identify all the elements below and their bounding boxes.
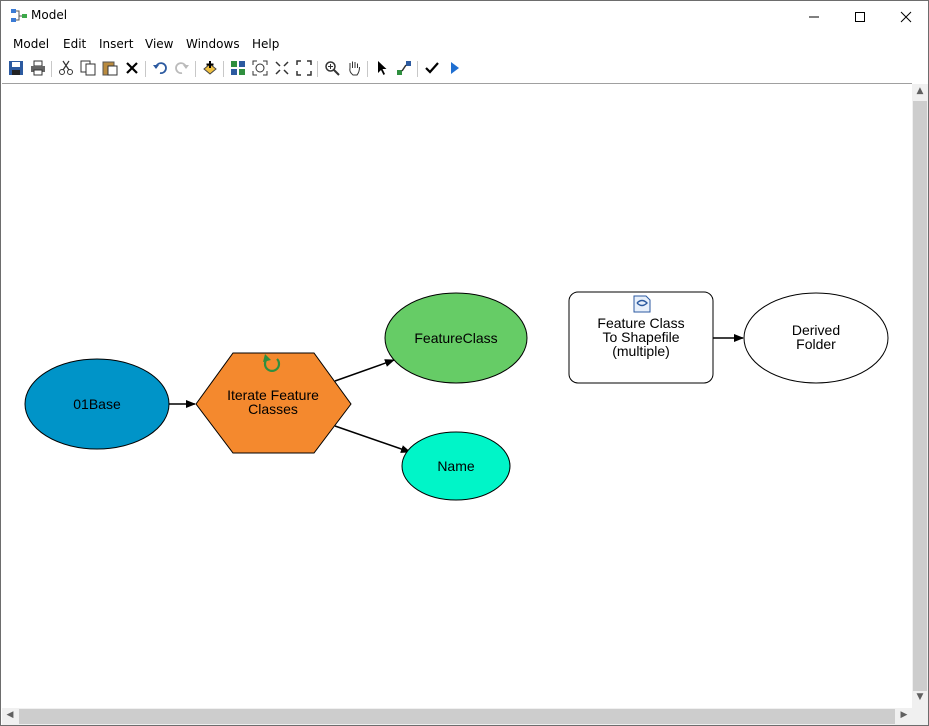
paste-icon: [102, 61, 118, 76]
maximize-button[interactable]: [837, 1, 883, 32]
copy-icon: [80, 60, 96, 76]
fixed-zoom-out-icon: [296, 60, 312, 76]
node-name[interactable]: Name: [401, 431, 511, 501]
save-button[interactable]: [6, 58, 26, 78]
fixed-zoom-in-icon: [275, 61, 289, 75]
horizontal-scrollbar[interactable]: ◀ ▶: [2, 708, 912, 725]
full-extent-icon: [252, 60, 268, 76]
node-name-label: Name: [437, 458, 475, 474]
node-output-label-line1: Derived: [792, 322, 840, 338]
model-canvas[interactable]: 01Base Iterate Feature Classes FeatureCl…: [2, 83, 912, 709]
iterate-icon: [263, 354, 281, 372]
zoom-button[interactable]: [322, 58, 342, 78]
save-icon: [9, 61, 23, 75]
vertical-scroll-thumb[interactable]: [913, 101, 927, 691]
connector-iterator-to-name[interactable]: [334, 425, 411, 453]
node-iterator[interactable]: Iterate Feature Classes: [195, 352, 352, 454]
fixed-zoom-out-button[interactable]: [294, 58, 314, 78]
add-data-icon: [203, 61, 217, 75]
connect-icon: [397, 61, 411, 75]
redo-button[interactable]: [172, 58, 192, 78]
pan-icon: [349, 61, 360, 76]
delete-button[interactable]: [122, 58, 142, 78]
node-output-label-line2: Folder: [796, 336, 836, 352]
undo-button[interactable]: [150, 58, 170, 78]
menu-help[interactable]: Help: [252, 37, 280, 51]
node-tool[interactable]: Feature Class To Shapefile (multiple): [568, 291, 714, 384]
zoom-icon: [325, 61, 340, 76]
model-diagram: 01Base Iterate Feature Classes FeatureCl…: [24, 291, 889, 501]
delete-icon: [126, 62, 138, 74]
title-bar: Model: [1, 1, 928, 32]
maximize-icon: [855, 11, 865, 22]
run-button[interactable]: [444, 58, 464, 78]
window-title: Model: [31, 8, 68, 22]
auto-layout-button[interactable]: [228, 58, 248, 78]
full-extent-button[interactable]: [250, 58, 270, 78]
undo-icon: [153, 62, 167, 74]
model-app-icon: [11, 9, 27, 22]
close-icon: [900, 11, 912, 22]
node-base-label: 01Base: [73, 396, 121, 412]
validate-icon: [425, 62, 439, 74]
run-icon: [451, 62, 459, 74]
toolbar: [1, 57, 928, 81]
select-icon: [378, 61, 387, 75]
fixed-zoom-in-button[interactable]: [272, 58, 292, 78]
cut-button[interactable]: [56, 58, 76, 78]
paste-button[interactable]: [100, 58, 120, 78]
menu-insert[interactable]: Insert: [99, 37, 134, 51]
node-base[interactable]: 01Base: [24, 358, 170, 450]
scroll-right-icon[interactable]: ▶: [900, 710, 908, 720]
redo-icon: [175, 62, 189, 74]
select-button[interactable]: [372, 58, 392, 78]
scroll-left-icon[interactable]: ◀: [6, 710, 14, 720]
auto-layout-icon: [231, 61, 245, 75]
menu-bar: Model Edit Insert View Windows Help: [1, 34, 928, 55]
scroll-up-icon[interactable]: ▲: [916, 86, 924, 96]
node-featureclass-label: FeatureClass: [414, 330, 497, 346]
menu-view[interactable]: View: [145, 37, 174, 51]
vertical-scrollbar[interactable]: ▲ ▼: [912, 84, 928, 708]
node-iterator-label-line2: Classes: [248, 401, 298, 417]
cut-icon: [59, 60, 73, 75]
node-tool-label-line1: Feature Class: [597, 315, 684, 331]
menu-windows[interactable]: Windows: [186, 37, 240, 51]
node-tool-label-line3: (multiple): [612, 343, 670, 359]
node-output[interactable]: Derived Folder: [743, 292, 889, 384]
pan-button[interactable]: [344, 58, 364, 78]
minimize-icon: [809, 16, 819, 17]
print-button[interactable]: [28, 58, 48, 78]
validate-button[interactable]: [422, 58, 442, 78]
menu-edit[interactable]: Edit: [63, 37, 87, 51]
tool-icon: [633, 295, 651, 313]
node-iterator-label-line1: Iterate Feature: [227, 387, 319, 403]
close-button[interactable]: [883, 1, 928, 32]
print-icon: [31, 60, 45, 76]
horizontal-scroll-thumb[interactable]: [19, 709, 895, 724]
connector-iterator-to-featureclass[interactable]: [334, 359, 395, 382]
menu-model[interactable]: Model: [13, 37, 50, 51]
node-featureclass[interactable]: FeatureClass: [384, 292, 528, 384]
add-data-button[interactable]: [200, 58, 220, 78]
node-tool-label-line2: To Shapefile: [602, 329, 679, 345]
scrollbar-corner: [912, 708, 928, 725]
connect-button[interactable]: [394, 58, 414, 78]
scroll-down-icon[interactable]: ▼: [916, 692, 924, 702]
minimize-button[interactable]: [791, 1, 837, 32]
copy-button[interactable]: [78, 58, 98, 78]
